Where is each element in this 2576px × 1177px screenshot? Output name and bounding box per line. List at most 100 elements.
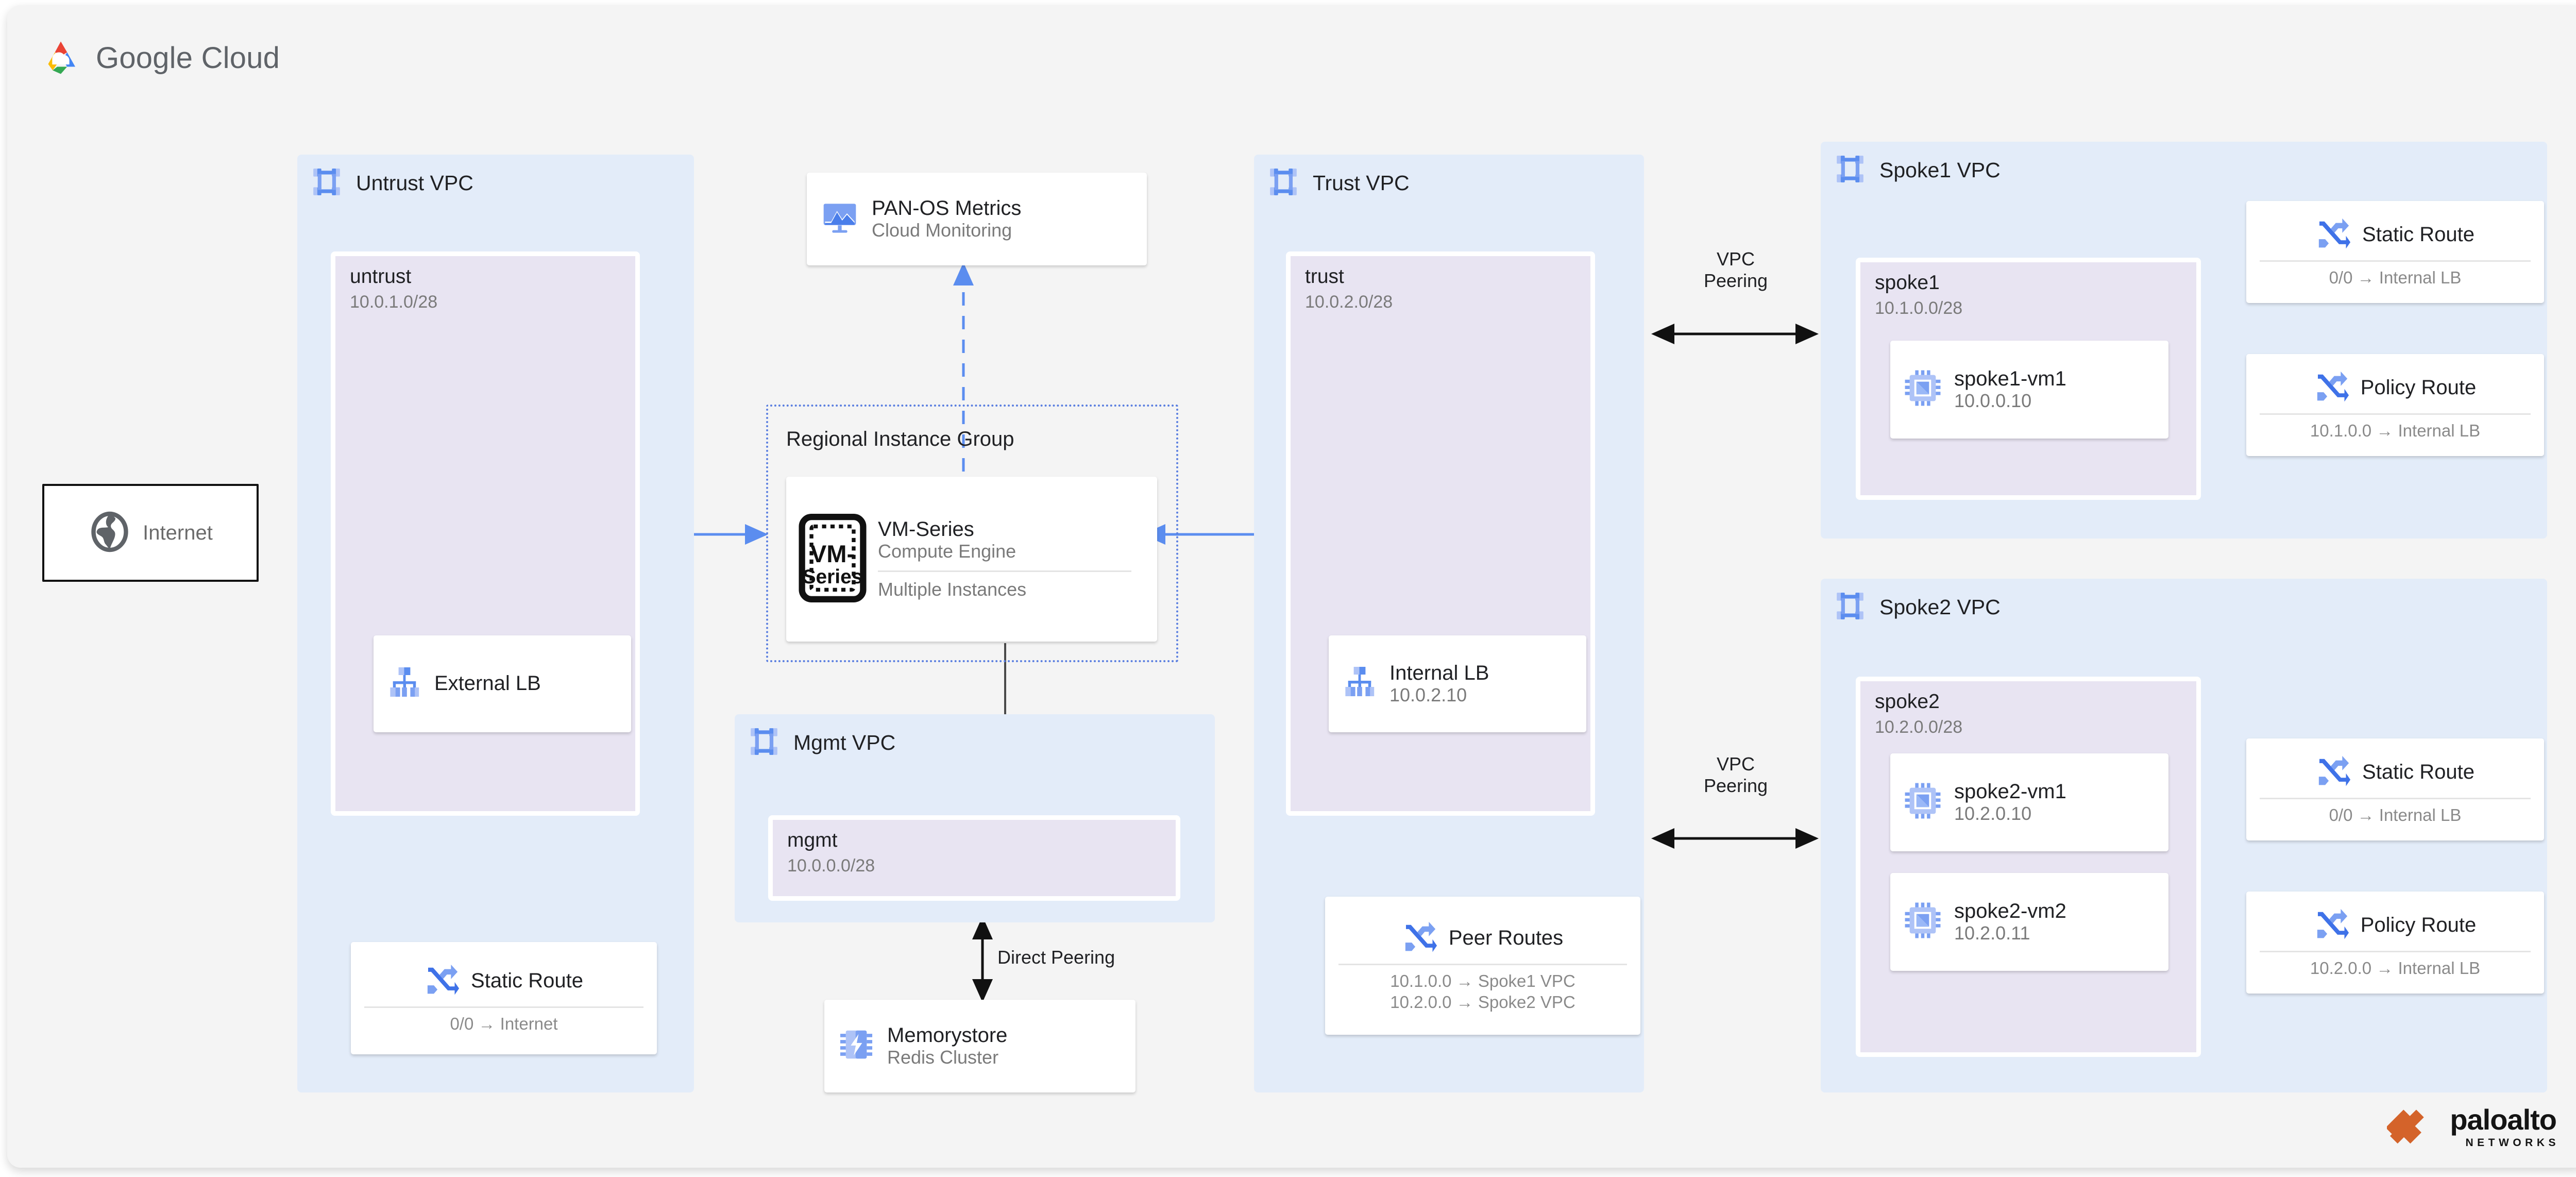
google-word: Google [96,41,193,75]
trust-vpc-container[interactable]: Trust VPC trust 10.0.2.0/28 [1254,155,1644,1092]
spoke2-vm2-ip: 10.2.0.11 [1954,922,2030,944]
untrust-vpc-title: Untrust VPC [356,171,473,195]
vpc-peering-label-top: VPC Peering [1683,248,1789,292]
vm-series-card[interactable]: VM- Series VM-Series Compute Engine Mult… [786,477,1157,642]
mgmt-vpc-header: Mgmt VPC [748,726,895,760]
svg-text:VM-: VM- [810,540,855,567]
divider [364,1006,643,1008]
peer-routes-line-1: 10.2.0.0 → Spoke2 VPC [1390,993,1575,1012]
external-lb-texts: External LB [434,672,541,695]
route-icon [1402,919,1438,957]
untrust-static-route-card[interactable]: Static Route 0/0 → Internet [351,942,657,1054]
spoke2-policy-route-top: Policy Route [2258,906,2533,945]
spoke2-vm1-texts: spoke2-vm1 10.2.0.10 [1954,780,2066,825]
svg-text:Series: Series [803,566,863,588]
panos-metrics-texts: PAN-OS Metrics Cloud Monitoring [872,197,1021,241]
peer-routes-line-0: 10.1.0.0 → Spoke1 VPC [1390,971,1575,990]
spoke2-vm2-texts: spoke2-vm2 10.2.0.11 [1954,900,2066,944]
spoke2-vpc-container[interactable]: Spoke2 VPC spoke2 10.2.0.0/28 [1821,579,2547,1092]
regional-instance-group-title: Regional Instance Group [786,428,1014,450]
untrust-vpc-header: Untrust VPC [311,166,473,200]
mgmt-vpc-container[interactable]: Mgmt VPC mgmt 10.0.0.0/28 [735,714,1215,922]
vm-series-subtitle: Compute Engine [878,541,1016,562]
spoke2-policy-route-title: Policy Route [2360,914,2477,937]
internal-lb-texts: Internal LB 10.0.2.10 [1389,662,1489,706]
memorystore-subtitle: Redis Cluster [887,1047,999,1068]
spoke2-subnet[interactable]: spoke2 10.2.0.0/28 [1856,677,2201,1057]
memorystore-texts: Memorystore Redis Cluster [887,1024,1007,1068]
spoke1-policy-route-top: Policy Route [2258,368,2533,407]
vm-series-title: VM-Series [878,518,974,541]
peer-routes-card[interactable]: Peer Routes 10.1.0.0 → Spoke1 VPC 10.2.0… [1325,897,1640,1035]
spoke1-static-route-title: Static Route [2362,223,2475,246]
spoke1-vm1-texts: spoke1-vm1 10.0.0.10 [1954,367,2066,412]
spoke2-vpc-title: Spoke2 VPC [1879,595,2001,619]
memorystore-icon [837,1025,876,1067]
panos-metrics-card[interactable]: PAN-OS Metrics Cloud Monitoring [807,173,1147,265]
spoke2-vpc-header: Spoke2 VPC [1834,590,2001,625]
google-cloud-branding: Google Cloud [39,36,280,79]
vm-icon [1903,368,1943,411]
vpc-peering-top-line1: VPC [1716,248,1755,270]
spoke1-subnet-name: spoke1 [1875,272,1940,294]
spoke2-policy-route-line-0: 10.2.0.0 → Internal LB [2310,959,2481,978]
mgmt-subnet[interactable]: mgmt 10.0.0.0/28 [768,815,1180,901]
spoke1-vm1-card[interactable]: spoke1-vm1 10.0.0.10 [1890,341,2168,439]
paloalto-wordmark: paloalto NETWORKS [2450,1105,2557,1149]
peer-routes-top: Peer Routes [1336,919,1629,957]
untrust-vpc-container[interactable]: Untrust VPC untrust 10.0.1.0/28 [297,155,694,1092]
route-icon [2316,215,2352,254]
mgmt-vpc-title: Mgmt VPC [793,731,896,754]
regional-instance-group[interactable] [766,405,1178,662]
google-cloud-wordmark: Google Cloud [96,41,280,75]
spoke2-static-route-card[interactable]: Static Route 0/0 → Internal LB [2246,738,2544,840]
trust-vpc-title: Trust VPC [1313,171,1410,195]
paloalto-networks-text: NETWORKS [2465,1137,2560,1149]
vpc-icon [1834,590,1866,625]
divider [2260,951,2531,953]
divider [1338,963,1627,965]
vpc-peering-bottom-line1: VPC [1716,753,1755,775]
external-lb-card[interactable]: External LB [374,635,631,732]
untrust-static-route-top: Static Route [362,962,646,1000]
vm-series-texts: VM-Series Compute Engine Multiple Instan… [878,518,1145,600]
spoke2-subnet-cidr: 10.2.0.0/28 [1875,717,1963,737]
vpc-icon [311,166,343,200]
divider [2260,798,2531,800]
route-icon [2314,906,2350,945]
vm-icon [1903,900,1943,943]
spoke1-vpc-container[interactable]: Spoke1 VPC spoke1 10.1.0.0/28 [1821,142,2547,539]
route-icon [2314,368,2350,407]
memorystore-card[interactable]: Memorystore Redis Cluster [824,1000,1136,1092]
spoke2-vm1-card[interactable]: spoke2-vm1 10.2.0.10 [1890,753,2168,851]
internet-box[interactable]: Internet [42,484,259,582]
panos-metrics-title: PAN-OS Metrics [872,197,1022,220]
route-icon [425,962,461,1000]
memorystore-title: Memorystore [887,1024,1008,1047]
load-balancer-icon [386,664,423,704]
spoke1-subnet[interactable]: spoke1 10.1.0.0/28 [1856,258,2201,500]
spoke2-policy-route-card[interactable]: Policy Route 10.2.0.0 → Internal LB [2246,892,2544,994]
untrust-subnet-name: untrust [350,265,412,288]
divider [2260,260,2531,262]
mgmt-subnet-name: mgmt [787,829,838,851]
internal-lb-card[interactable]: Internal LB 10.0.2.10 [1329,635,1586,732]
spoke2-static-route-title: Static Route [2362,761,2475,784]
spoke1-static-route-card[interactable]: Static Route 0/0 → Internal LB [2246,201,2544,303]
panos-metrics-subtitle: Cloud Monitoring [872,220,1012,241]
vpc-icon [1834,153,1866,188]
spoke1-vpc-header: Spoke1 VPC [1834,153,2001,188]
spoke2-vm1-ip: 10.2.0.10 [1954,803,2032,825]
spoke2-vm2-card[interactable]: spoke2-vm2 10.2.0.11 [1890,873,2168,971]
spoke1-policy-route-card[interactable]: Policy Route 10.1.0.0 → Internal LB [2246,354,2544,456]
vpc-icon [748,726,780,760]
spoke2-static-route-line-0: 0/0 → Internal LB [2329,805,2462,825]
untrust-subnet-cidr: 10.0.1.0/28 [350,292,438,312]
trust-subnet-name: trust [1305,265,1344,288]
spoke1-subnet-cidr: 10.1.0.0/28 [1875,298,1963,318]
vpc-peering-bottom-line2: Peering [1703,775,1768,797]
trust-subnet-cidr: 10.0.2.0/28 [1305,292,1393,312]
internal-lb-subtitle: 10.0.2.10 [1389,684,1467,706]
spoke1-policy-route-line-0: 10.1.0.0 → Internal LB [2310,421,2481,441]
divider [878,570,1132,573]
